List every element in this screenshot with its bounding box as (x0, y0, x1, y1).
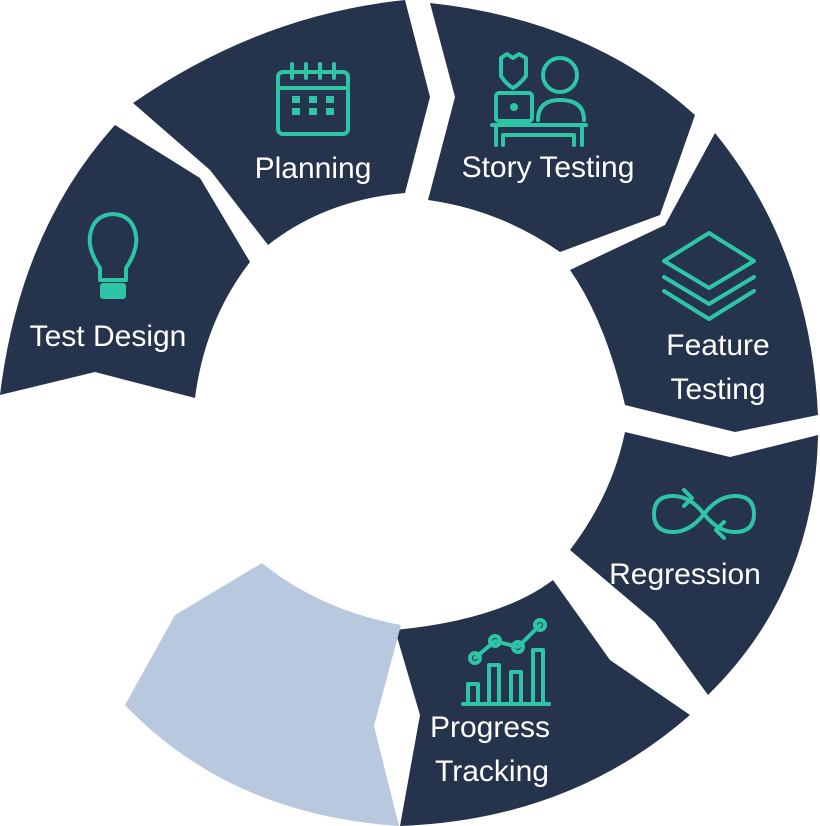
calendar-icon (276, 62, 350, 136)
stage-label: Story Testing (462, 151, 635, 184)
stage-planning: Planning (133, 0, 430, 245)
tester-at-laptop-icon (490, 52, 588, 147)
stage-progress-tracking: Progress Tracking (395, 580, 690, 826)
stage-label: Planning (255, 152, 372, 185)
stage-regression: Regression (570, 432, 818, 695)
chart-icon (461, 618, 551, 706)
stage-label-line1: Feature (666, 329, 769, 362)
stage-test-design: Test Design (0, 125, 250, 398)
stage-label: Test Design (30, 320, 187, 353)
empty-stage-segment (125, 563, 401, 826)
stage-feature-testing: Feature Testing (570, 133, 818, 432)
stage-label-line2: Tracking (435, 755, 549, 788)
stage-label: Regression (609, 558, 761, 591)
stage-story-testing: Story Testing (428, 3, 695, 252)
stage-label-line2: Testing (670, 373, 765, 406)
layers-icon (662, 231, 756, 321)
infinity-loop-icon (652, 488, 756, 540)
lightbulb-icon (87, 212, 139, 299)
stage-label-line1: Progress (430, 711, 550, 744)
